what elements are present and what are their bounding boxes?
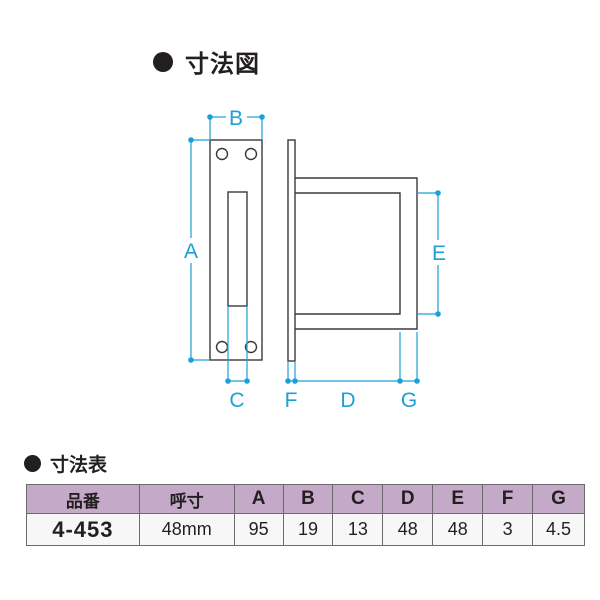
diagram-title: 寸法図 bbox=[185, 50, 260, 78]
column-header-g: G bbox=[532, 484, 585, 514]
table-heading: 寸法表 bbox=[24, 450, 107, 477]
cell-e: 48 bbox=[432, 513, 484, 546]
bullet-icon bbox=[24, 455, 41, 472]
dim-label-f: F bbox=[285, 389, 298, 412]
cell-nominal-size: 48mm bbox=[138, 513, 235, 546]
screw-hole-icon bbox=[244, 340, 258, 354]
slot bbox=[227, 191, 248, 307]
dim-label-c: C bbox=[229, 389, 244, 412]
dim-label-b: B bbox=[229, 107, 243, 130]
column-header-b: B bbox=[282, 484, 334, 514]
cell-part-number: 4-453 bbox=[26, 513, 140, 546]
column-header-c: C bbox=[332, 484, 384, 514]
side-view bbox=[287, 139, 418, 362]
screw-hole-icon bbox=[215, 147, 229, 161]
table-header-row: 品番 呼寸 A B C D E F G bbox=[26, 484, 585, 514]
column-header-a: A bbox=[233, 484, 284, 514]
diagram-heading: 寸法図 bbox=[153, 44, 260, 79]
front-plate bbox=[209, 139, 263, 361]
screw-hole-icon bbox=[215, 340, 229, 354]
column-header-part-number: 品番 bbox=[26, 484, 140, 514]
table-row: 4-453 48mm 95 19 13 48 48 3 4.5 bbox=[26, 513, 585, 546]
cell-f: 3 bbox=[482, 513, 534, 546]
cell-a: 95 bbox=[233, 513, 284, 546]
dim-label-d: D bbox=[340, 389, 355, 412]
cell-g: 4.5 bbox=[532, 513, 585, 546]
cell-b: 19 bbox=[282, 513, 334, 546]
cell-d: 48 bbox=[382, 513, 434, 546]
dimension-drawing: B A C E F D G bbox=[184, 107, 446, 412]
dimension-lines bbox=[188, 114, 441, 384]
cell-c: 13 bbox=[332, 513, 384, 546]
table-title: 寸法表 bbox=[50, 454, 108, 476]
column-header-e: E bbox=[432, 484, 484, 514]
column-header-f: F bbox=[482, 484, 534, 514]
bullet-icon bbox=[153, 51, 173, 72]
dim-label-a: A bbox=[184, 240, 198, 263]
screw-hole-icon bbox=[244, 147, 258, 161]
dim-label-g: G bbox=[401, 389, 417, 412]
column-header-nominal-size: 呼寸 bbox=[138, 484, 235, 514]
column-header-d: D bbox=[382, 484, 434, 514]
dimension-table: 品番 呼寸 A B C D E F G 4-453 48mm 95 19 13 … bbox=[26, 484, 585, 546]
dim-label-e: E bbox=[432, 242, 446, 265]
